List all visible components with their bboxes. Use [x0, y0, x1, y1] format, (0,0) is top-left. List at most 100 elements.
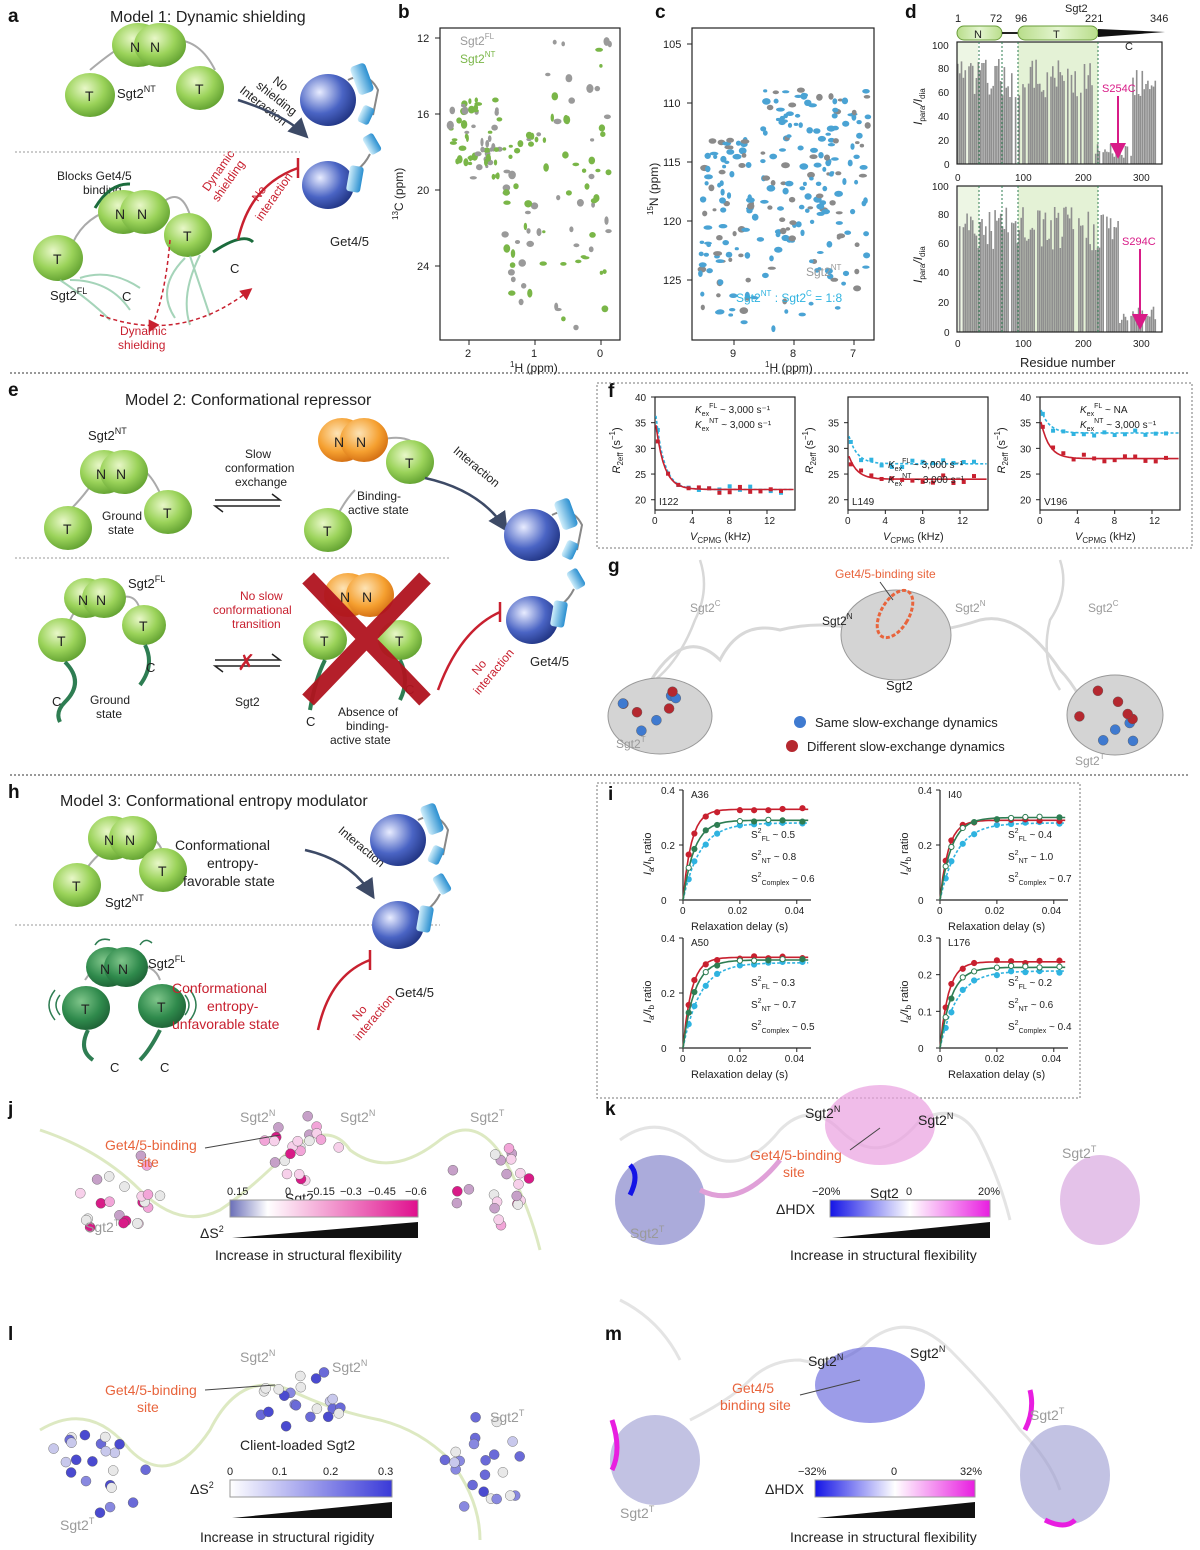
nmr-peak [527, 288, 533, 298]
residue-sphere [617, 698, 629, 709]
nmr-peak [745, 162, 752, 168]
nmr-peak [828, 172, 834, 177]
pre-bar [1141, 70, 1144, 164]
nmr-peak [762, 175, 771, 181]
data-point-nt [748, 489, 753, 494]
nmr-peak [728, 257, 733, 262]
ytick: 20 [828, 496, 840, 507]
nmr-peak [703, 252, 709, 257]
panel-h-title: Model 3: Conformational entropy modulato… [60, 793, 368, 810]
fit-curve [682, 822, 809, 901]
nmr-peak [553, 118, 562, 125]
scale-label: ΔHDX [765, 1481, 805, 1497]
pre-bar [1018, 230, 1021, 332]
pre-bar [973, 93, 976, 164]
data-point-nt [961, 479, 966, 484]
residue-sphere [294, 1169, 305, 1180]
pre-bar [1070, 74, 1073, 164]
nmr-peak [859, 143, 865, 148]
nmr-peak [784, 309, 789, 314]
nmr-peak [822, 185, 828, 192]
nmr-peak [704, 241, 712, 245]
nmr-peak [467, 161, 473, 166]
nmr-peak [841, 97, 849, 105]
residue-sphere [263, 1406, 274, 1418]
nmr-peak [496, 117, 503, 122]
nmr-peak [595, 168, 601, 173]
pre-bar [1113, 156, 1116, 164]
pre-bar [1027, 238, 1030, 332]
ytick: 30 [1020, 444, 1032, 455]
ytick: 20 [635, 496, 647, 507]
residue-sphere [141, 1160, 153, 1171]
sgt2nt-label: Sgt2NT [88, 426, 127, 443]
residue-sphere [304, 1135, 315, 1147]
data-point [714, 956, 721, 964]
residue-sphere [79, 1429, 91, 1441]
nmr-peak [446, 120, 454, 130]
xtick: 0 [680, 1054, 686, 1065]
nmr-peak [779, 148, 786, 152]
pre-bar [996, 65, 998, 164]
t-label: T [158, 863, 167, 879]
nmr-peak [720, 207, 727, 213]
pre-bar [1050, 76, 1052, 164]
data-point-nt [889, 476, 894, 481]
pre-bar [968, 230, 970, 332]
nmr-peak [760, 199, 769, 204]
nmr-peak [735, 140, 742, 146]
pre-bar [1033, 87, 1035, 164]
pre-bar [1093, 224, 1095, 332]
nmr-peak [831, 125, 839, 131]
residue-sphere [70, 1454, 82, 1466]
data-point-fl [1153, 431, 1158, 436]
residue-sphere [1127, 735, 1139, 747]
s2-label: S2NT ~ 0.7 [751, 998, 797, 1013]
nmr-peak [779, 115, 785, 121]
fit-curve [939, 822, 1066, 901]
nmr-peak [795, 221, 802, 228]
data-point-fl [941, 458, 946, 463]
data-point-fl [889, 464, 894, 469]
scale-tick: 0 [285, 1186, 291, 1198]
nmr-peak [817, 135, 827, 142]
pre-bar [994, 66, 996, 164]
xtick: 0.04 [785, 906, 805, 917]
residue-sphere [269, 1157, 281, 1168]
nmr-peak [561, 41, 565, 47]
data-point [691, 976, 698, 984]
sgt2n-label: Sgt2N [918, 1111, 953, 1128]
data-point [799, 818, 806, 825]
data-point-nt [1081, 452, 1086, 457]
binding-site-label: Get4/5-binding site [835, 567, 936, 581]
panel-label-d: d [905, 2, 917, 23]
nmr-peak [493, 147, 500, 152]
t-label: T [57, 633, 66, 649]
nmr-peak [502, 184, 511, 192]
nmr-peak [756, 237, 765, 242]
nmr-peak [822, 166, 827, 172]
nmr-peak [782, 187, 789, 195]
scale-tick: 0.1 [272, 1466, 287, 1478]
ylabel: Ia/Ib ratio [642, 832, 656, 875]
data-point-nt [707, 486, 712, 491]
scale-tick: −0.45 [368, 1186, 396, 1198]
nmr-peak [832, 98, 838, 105]
fit-curve [939, 970, 1066, 1049]
nmr-peak [573, 243, 580, 248]
xtick: 0 [955, 173, 961, 184]
pre-bar [1102, 152, 1104, 164]
nmr-peak [469, 176, 477, 180]
data-point-fl [1061, 429, 1066, 434]
ylabel: Ia/Ib ratio [642, 980, 656, 1023]
data-point-nt [779, 489, 783, 494]
nmr-peak [699, 196, 707, 203]
nmr-peak [863, 95, 871, 99]
nmr-peak [809, 154, 818, 159]
data-point [942, 1014, 949, 1021]
interaction-label: Interaction [451, 443, 503, 490]
hdx-structure [825, 1085, 935, 1165]
nmr-peak [704, 181, 709, 186]
